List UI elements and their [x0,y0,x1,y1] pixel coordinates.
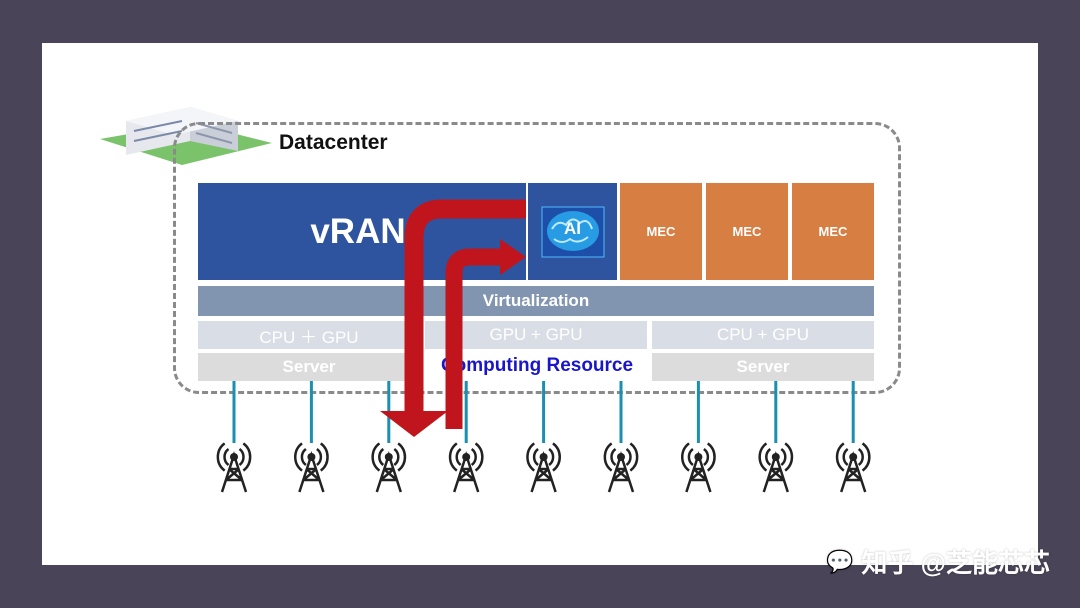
datacenter-title: Datacenter [279,131,388,154]
ai-block: AI [528,183,617,280]
computing-resource-label: Computing Resource [427,352,647,380]
ai-brain-icon [541,206,605,258]
dataflow-arrows [380,199,526,437]
downlink-arrow-shaft [404,199,526,411]
downlink-arrowhead [380,411,448,437]
ai-label: AI [564,219,581,238]
watermark: 💬 知乎 @芝能芯芯 [826,543,1050,580]
cell-tower-icon [294,381,329,493]
watermark-text: 知乎 @芝能芯芯 [861,548,1050,578]
server-block-1: Server [198,353,420,381]
cell-tower-icon [758,381,794,493]
cell-tower-icon [448,381,484,493]
cell-tower-icon [835,381,871,493]
datacenter-boundary [173,122,901,394]
uplink-arrowhead [500,239,526,275]
mec-block-1: MEC [620,183,702,280]
server-block-2: Server [652,353,874,381]
cell-tower-icon [603,381,639,493]
cell-tower-icon [681,381,716,493]
virtualization-layer: Virtualization [198,286,874,316]
cell-tower-icon [526,381,561,493]
vran-block: vRAN [198,183,526,280]
wechat-icon: 💬 [826,548,854,574]
diagram-slide: Datacenter vRAN AI MEC MEC MEC Virtualiz… [42,43,1038,565]
processor-block-1: CPU ＋ GPU [198,321,420,349]
uplink-arrow-shaft [445,248,504,429]
mec-block-2: MEC [706,183,788,280]
cell-tower-icon [216,381,252,493]
processor-block-3: CPU + GPU [652,321,874,349]
mec-block-3: MEC [792,183,874,280]
